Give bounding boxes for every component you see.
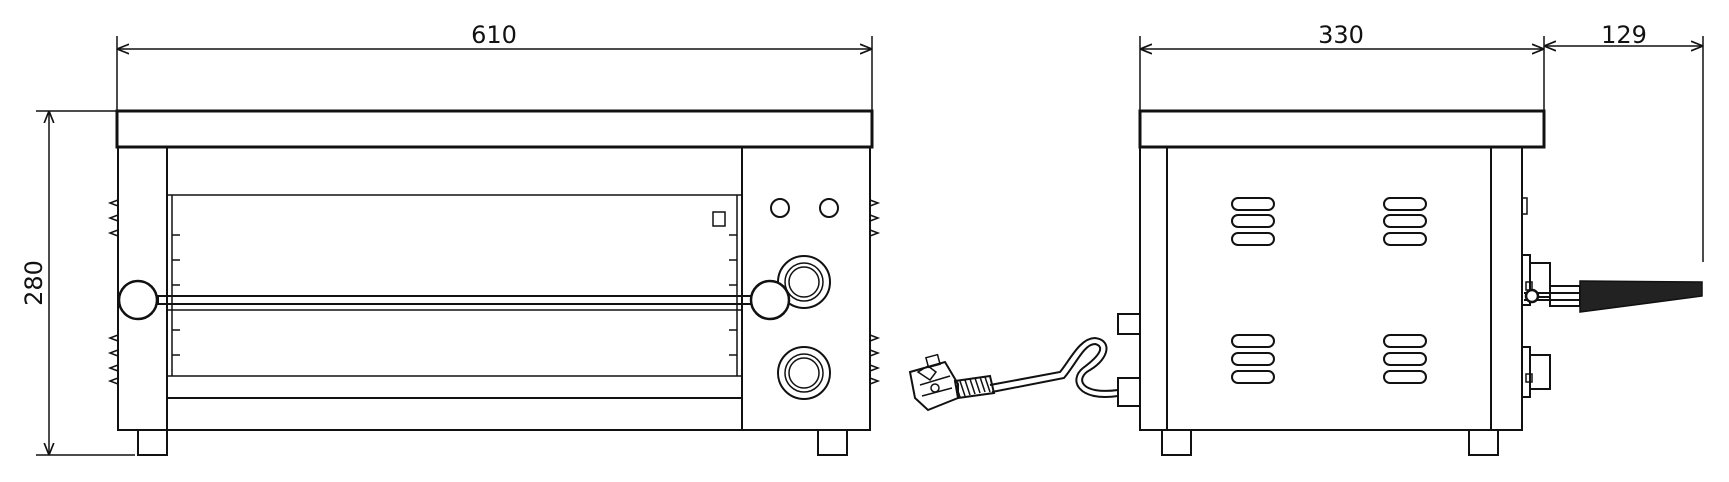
dimension-label-side-depth: 330 <box>1318 21 1364 49</box>
front-top-cover <box>115 109 874 149</box>
indicator-light-left <box>770 198 790 218</box>
spit-handle <box>1524 280 1703 313</box>
side-knob-upper <box>1521 254 1551 306</box>
dimension-height: 280 <box>20 110 135 456</box>
side-vents-bottom-left <box>1231 334 1275 384</box>
dimension-front-width: 610 <box>116 21 873 110</box>
spit-rod <box>157 295 771 305</box>
front-control-panel <box>741 146 871 431</box>
front-left-vents <box>107 199 119 385</box>
side-knob-lower <box>1521 346 1551 398</box>
handle-grip <box>1579 280 1703 313</box>
front-knob-lower <box>777 346 831 400</box>
side-body <box>1139 146 1523 431</box>
power-plug <box>908 360 959 412</box>
front-foot-left <box>137 429 168 456</box>
side-foot-left <box>1161 429 1192 456</box>
front-knob-upper <box>777 255 831 309</box>
dimension-label-handle-extension: 129 <box>1601 21 1647 49</box>
front-foot-right <box>817 429 848 456</box>
side-cable-gland-lower <box>1117 377 1141 407</box>
front-right-vents <box>869 199 881 385</box>
front-latch <box>712 211 726 227</box>
indicator-light-right <box>819 198 839 218</box>
side-view <box>1117 109 1703 456</box>
side-vents-top-right <box>1383 197 1427 246</box>
power-cord <box>908 336 1119 412</box>
spit-end-left <box>117 279 159 321</box>
dimension-side-depth: 330 <box>1139 21 1545 110</box>
side-top-cover <box>1138 109 1546 149</box>
side-foot-right <box>1468 429 1499 456</box>
side-vents-top-left <box>1231 197 1275 246</box>
side-vents-bottom-right <box>1383 334 1427 384</box>
dimension-handle-extension: 129 <box>1544 21 1704 262</box>
dimension-label-height: 280 <box>20 260 48 306</box>
side-cable-gland-upper <box>1117 313 1141 335</box>
dimension-label-front-width: 610 <box>471 21 517 49</box>
front-view <box>107 109 881 456</box>
spit-end-right <box>749 279 791 321</box>
